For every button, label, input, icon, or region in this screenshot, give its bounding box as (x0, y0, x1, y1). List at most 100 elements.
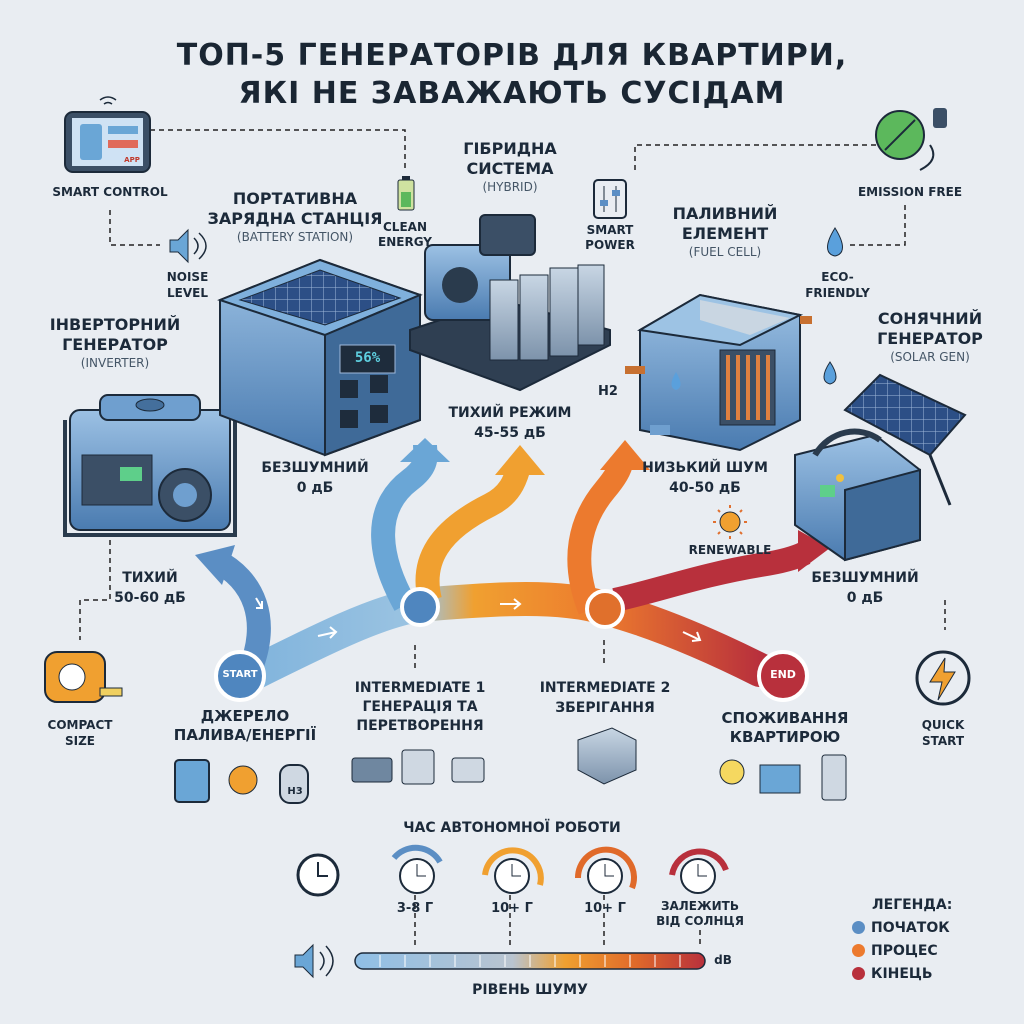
start-label: START (222, 669, 258, 680)
runtime-label-2: 10+ Г (491, 901, 533, 916)
consumer-icons (719, 754, 847, 801)
legend-item-start: ПОЧАТОК (852, 920, 950, 936)
fuelcell-name-2: ЕЛЕМЕНТ (681, 224, 769, 243)
title-line-2: ЯКІ НЕ ЗАВАЖАЮТЬ СУСІДАМ (238, 76, 786, 111)
fuelcell-noise-2: 40-50 дБ (669, 480, 741, 496)
hybrid-name-1: ГІБРИДНА (463, 139, 557, 158)
station-display: 56% (354, 350, 381, 366)
fuelcell-name-1: ПАЛИВНИЙ (672, 204, 778, 223)
source-label-2: ПАЛИВА/ЕНЕРГІЇ (173, 726, 317, 744)
solar-name-1: СОНЯЧНИЙ (877, 309, 983, 328)
station-name-2: ЗАРЯДНА СТАНЦІЯ (207, 209, 383, 228)
clock-icon-4 (669, 848, 729, 894)
sun-icon (713, 505, 747, 539)
inverter-sub: (INVERTER) (80, 356, 150, 370)
intermediate-1-label-3: ПЕРЕТВОРЕННЯ (356, 718, 484, 734)
hybrid-noise-2: 45-55 дБ (474, 425, 546, 441)
clean-energy-label-2: ENERGY (378, 235, 432, 249)
smart-power-label-2: POWER (585, 238, 635, 252)
consumption-label-2: КВАРТИРОЮ (729, 728, 841, 746)
legend-label-start: ПОЧАТОК (871, 920, 950, 936)
hybrid-sub: (HYBRID) (482, 180, 538, 194)
solar-generator-illustration (794, 373, 967, 562)
noise-label: РІВЕНЬ ШУМУ (472, 982, 588, 998)
station-name-1: ПОРТАТИВНА (232, 189, 358, 208)
tape-measure-icon (44, 651, 123, 703)
consumption-label-1: СПОЖИВАННЯ (721, 709, 849, 727)
inverter-noise-1: ТИХИЙ (122, 570, 178, 586)
eco-friendly-label-2: FRIENDLY (805, 286, 870, 300)
start-node (214, 650, 266, 702)
noise-speaker-icon (294, 943, 334, 979)
arrow-to-hybrid (415, 466, 530, 603)
inverter-name-1: ІНВЕРТОРНИЙ (49, 315, 181, 334)
clock-icon-3 (574, 846, 637, 894)
source-label-1: ДЖЕРЕЛО (200, 707, 290, 725)
eco-friendly-label-1: ECO- (821, 270, 854, 284)
smart-control-label: SMART CONTROL (52, 185, 168, 199)
hybrid-system-illustration (409, 214, 611, 392)
source-icons (174, 759, 309, 804)
speaker-icon (169, 228, 207, 264)
legend-dot-orange (852, 944, 865, 957)
compact-size-label-1: COMPACT (47, 718, 113, 732)
runtime-last-2: ВІД СОЛНЦЯ (656, 914, 744, 928)
end-node (757, 650, 809, 702)
leaf-plug-icon (875, 108, 947, 171)
intermediate-2-label-2: ЗБЕРІГАННЯ (555, 700, 655, 716)
title-line-1: ТОП-5 ГЕНЕРАТОРІВ ДЛЯ КВАРТИРИ, (176, 38, 848, 73)
solar-noise-2: 0 дБ (846, 590, 884, 606)
fuel-cell-illustration (625, 293, 812, 452)
quick-start-label-1: QUICK (921, 718, 965, 732)
water-drop-icon (823, 227, 843, 385)
clock-icon-2 (482, 847, 544, 894)
compact-size-label-2: SIZE (64, 734, 95, 748)
station-noise-2: 0 дБ (296, 480, 334, 496)
smart-power-label-1: SMART (586, 223, 634, 237)
fuelcell-sub: (FUEL CELL) (688, 245, 762, 259)
legend-title: ЛЕГЕНДА: (872, 897, 953, 913)
end-label: END (770, 668, 796, 681)
fuelcell-noise-1: НИЗЬКИЙ ШУМ (642, 460, 768, 476)
hybrid-noise-1: ТИХИЙ РЕЖИМ (448, 405, 572, 421)
noise-unit: dB (714, 953, 732, 967)
generation-icons (351, 749, 485, 785)
inverter-noise-2: 50-60 дБ (114, 590, 186, 606)
battery-icon (397, 176, 415, 211)
emission-free-label: EMISSION FREE (857, 185, 963, 199)
smart-switch-icon (593, 179, 627, 219)
runtime-title: ЧАС АВТОНОМНОЇ РОБОТИ (403, 820, 621, 836)
tablet-icon (64, 96, 151, 173)
arrow-to-fuelcell (567, 457, 634, 615)
tablet-badge: APP (124, 156, 140, 164)
intermediate-2-node (585, 589, 625, 629)
station-sub: (BATTERY STATION) (236, 230, 354, 244)
runtime-label-1: 3-8 Г (396, 901, 434, 916)
quick-start-label-2: START (921, 734, 965, 748)
legend-label-process: ПРОЦЕС (871, 943, 938, 959)
intermediate-1-label-1: INTERMEDIATE 1 (354, 680, 486, 696)
renewable-label: RENEWABLE (688, 543, 772, 557)
legend-item-end: КІНЕЦЬ (852, 966, 933, 982)
solar-noise-1: БЕЗШУМНИЙ (811, 570, 919, 586)
station-noise-1: БЕЗШУМНИЙ (261, 460, 369, 476)
intermediate-2-label-1: INTERMEDIATE 2 (539, 680, 671, 696)
clean-energy-label-1: CLEAN (383, 220, 427, 234)
clock-icon-plain (296, 853, 340, 897)
legend-dot-red (852, 967, 865, 980)
arrow-to-solar (612, 542, 811, 612)
legend-dot-blue (852, 921, 865, 934)
legend-item-process: ПРОЦЕС (852, 943, 938, 959)
flow-band (223, 582, 777, 697)
runtime-last-1: ЗАЛЕЖИТЬ (660, 899, 740, 913)
intermediate-1-node (400, 587, 440, 627)
noise-level-label-2: LEVEL (167, 286, 208, 300)
clock-icon-1 (391, 844, 443, 894)
inverter-name-2: ГЕНЕРАТОР (62, 335, 168, 354)
noise-level-label-1: NOISE (166, 270, 209, 284)
h3-label: H3 (287, 786, 303, 797)
inverter-generator-illustration (63, 394, 237, 537)
storage-icon (577, 727, 637, 785)
